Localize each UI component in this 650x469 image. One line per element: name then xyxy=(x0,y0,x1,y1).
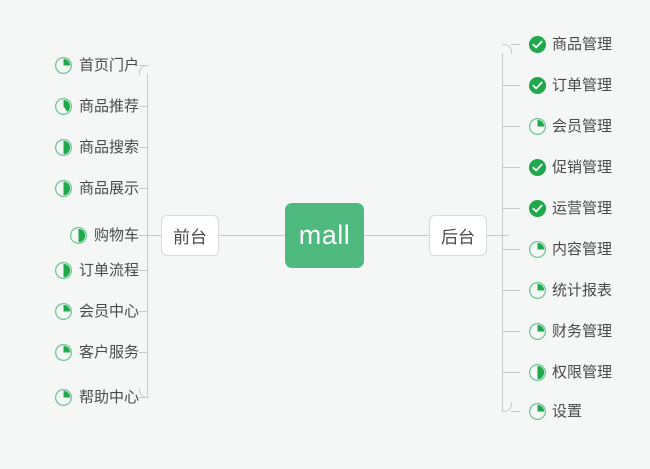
pie-progress-icon xyxy=(54,388,72,406)
connector-leaf-stub xyxy=(139,106,148,107)
leaf-label: 客户服务 xyxy=(78,343,139,361)
leaf-label: 商品展示 xyxy=(78,179,139,197)
check-circle-icon xyxy=(528,35,547,53)
backend-leaf-5[interactable]: 运营管理 xyxy=(528,197,612,219)
backend-leaf-9[interactable]: 权限管理 xyxy=(528,361,612,383)
pie-progress-icon xyxy=(54,56,72,74)
connector-backend-stem xyxy=(487,235,509,236)
connector-leaf-stub xyxy=(502,372,520,373)
connector-leaf-stub xyxy=(511,411,520,412)
leaf-label: 运营管理 xyxy=(552,199,613,217)
pie-progress-icon xyxy=(528,117,547,135)
connector-leaf-stub xyxy=(502,331,520,332)
backend-leaf-2[interactable]: 订单管理 xyxy=(528,74,612,96)
leaf-label: 促销管理 xyxy=(552,158,613,176)
leaf-label: 内容管理 xyxy=(552,240,613,258)
leaf-label: 购物车 xyxy=(93,226,139,244)
pie-progress-icon xyxy=(54,97,72,115)
connector-frontend-elbow-top xyxy=(139,65,149,75)
branch-label-backend: 后台 xyxy=(441,228,475,247)
branch-node-backend[interactable]: 后台 xyxy=(429,215,487,256)
connector-leaf-stub xyxy=(139,270,148,271)
frontend-leaf-6[interactable]: 订单流程 xyxy=(54,259,139,281)
frontend-leaf-1[interactable]: 首页门户 xyxy=(54,54,139,76)
connector-leaf-stub xyxy=(139,188,148,189)
root-label: mall xyxy=(298,220,351,250)
connector-leaf-stub xyxy=(502,167,520,168)
connector-frontend-spine-upper xyxy=(147,74,148,235)
leaf-label: 商品管理 xyxy=(552,35,613,53)
connector-leaf-stub xyxy=(139,147,148,148)
backend-leaf-7[interactable]: 统计报表 xyxy=(528,279,612,301)
connector-leaf-stub xyxy=(502,249,520,250)
frontend-leaf-8[interactable]: 客户服务 xyxy=(54,341,139,363)
check-circle-icon xyxy=(528,76,547,94)
backend-leaf-3[interactable]: 会员管理 xyxy=(528,115,612,137)
branch-node-frontend[interactable]: 前台 xyxy=(161,215,219,256)
connector-frontend-spine-lower xyxy=(147,235,148,397)
pie-progress-icon xyxy=(528,281,547,299)
leaf-label: 统计报表 xyxy=(552,281,613,299)
pie-progress-icon xyxy=(69,226,87,244)
root-node-mall[interactable]: mall xyxy=(285,203,364,268)
connector-leaf-stub xyxy=(502,208,520,209)
backend-leaf-8[interactable]: 财务管理 xyxy=(528,320,612,342)
backend-leaf-4[interactable]: 促销管理 xyxy=(528,156,612,178)
leaf-label: 首页门户 xyxy=(78,56,139,74)
pie-progress-icon xyxy=(528,240,547,258)
frontend-leaf-4[interactable]: 商品展示 xyxy=(54,177,139,199)
leaf-label: 设置 xyxy=(552,402,583,420)
frontend-leaf-9[interactable]: 帮助中心 xyxy=(54,386,139,408)
pie-progress-icon xyxy=(54,179,72,197)
connector-leaf-stub xyxy=(139,235,148,236)
leaf-label: 商品推荐 xyxy=(78,97,139,115)
pie-progress-icon xyxy=(528,363,547,381)
connector-leaf-stub xyxy=(511,44,520,45)
leaf-label: 会员中心 xyxy=(78,302,139,320)
pie-progress-icon xyxy=(54,343,72,361)
backend-leaf-10[interactable]: 设置 xyxy=(528,400,582,422)
check-circle-icon xyxy=(528,199,547,217)
pie-progress-icon xyxy=(528,402,547,420)
connector-backend-spine-upper xyxy=(502,53,503,235)
check-circle-icon xyxy=(528,158,547,176)
frontend-leaf-7[interactable]: 会员中心 xyxy=(54,300,139,322)
leaf-label: 帮助中心 xyxy=(78,388,139,406)
pie-progress-icon xyxy=(54,138,72,156)
pie-progress-icon xyxy=(54,261,72,279)
connector-leaf-stub xyxy=(139,352,148,353)
connector-leaf-stub xyxy=(139,397,148,398)
connector-frontend-stem xyxy=(139,235,161,236)
leaf-label: 订单流程 xyxy=(78,261,139,279)
connector-leaf-stub xyxy=(502,85,520,86)
connector-leaf-stub xyxy=(139,311,148,312)
branch-label-frontend: 前台 xyxy=(173,228,207,247)
leaf-label: 权限管理 xyxy=(552,363,613,381)
connector-backend-elbow-top xyxy=(502,44,512,54)
connector-leaf-stub xyxy=(139,65,148,66)
leaf-label: 订单管理 xyxy=(552,76,613,94)
frontend-leaf-5[interactable]: 购物车 xyxy=(69,224,139,246)
connector-leaf-stub xyxy=(502,290,520,291)
pie-progress-icon xyxy=(54,302,72,320)
backend-leaf-6[interactable]: 内容管理 xyxy=(528,238,612,260)
connector-backend-spine-lower xyxy=(502,235,503,411)
pie-progress-icon xyxy=(528,322,547,340)
backend-leaf-1[interactable]: 商品管理 xyxy=(528,33,612,55)
leaf-label: 财务管理 xyxy=(552,322,613,340)
frontend-leaf-2[interactable]: 商品推荐 xyxy=(54,95,139,117)
connector-root-to-frontend xyxy=(219,235,285,236)
leaf-label: 会员管理 xyxy=(552,117,613,135)
connector-root-to-backend xyxy=(364,235,429,236)
leaf-label: 商品搜索 xyxy=(78,138,139,156)
frontend-leaf-3[interactable]: 商品搜索 xyxy=(54,136,139,158)
connector-leaf-stub xyxy=(502,126,520,127)
